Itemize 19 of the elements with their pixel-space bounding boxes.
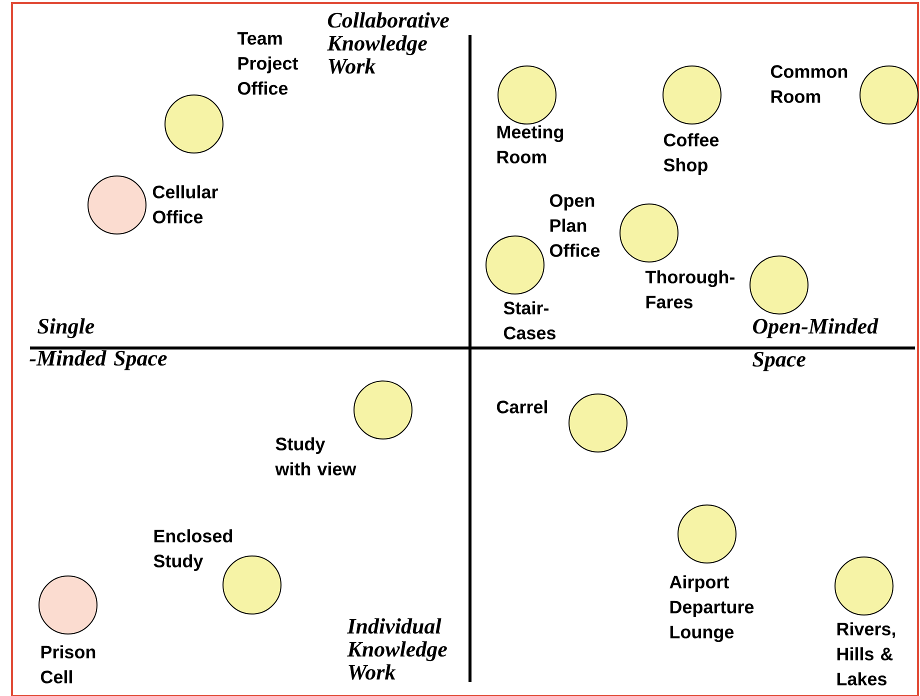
place-label: Open Plan Office xyxy=(550,194,600,257)
axis-label: Collaborative Knowledge Work xyxy=(327,12,449,74)
axis-label: -Minded Space xyxy=(30,350,167,370)
place-label: Prison Cell xyxy=(40,645,96,684)
place-label: Coffee Shop xyxy=(664,133,719,175)
axis-label: Open-Minded Space xyxy=(752,318,878,372)
place-label: Stair-Cases xyxy=(504,301,556,340)
place-label: Cellular Office xyxy=(152,185,218,224)
axis-label: Individual Knowledge Work xyxy=(346,618,447,680)
place-label: Meeting Room xyxy=(497,125,563,164)
axis-label: Single xyxy=(38,318,94,338)
place-label: Team Project Office xyxy=(237,32,298,95)
place-label: Rivers, Hills & Lakes xyxy=(837,622,896,686)
place-label: Common Room xyxy=(770,65,848,103)
place-label: Airport Departure Lounge xyxy=(670,575,754,642)
place-label: Carrel xyxy=(496,400,547,414)
place-label: Thorough-Fares xyxy=(645,270,734,308)
place-label: Study with view xyxy=(275,437,356,476)
place-label: Enclosed Study xyxy=(154,529,232,571)
